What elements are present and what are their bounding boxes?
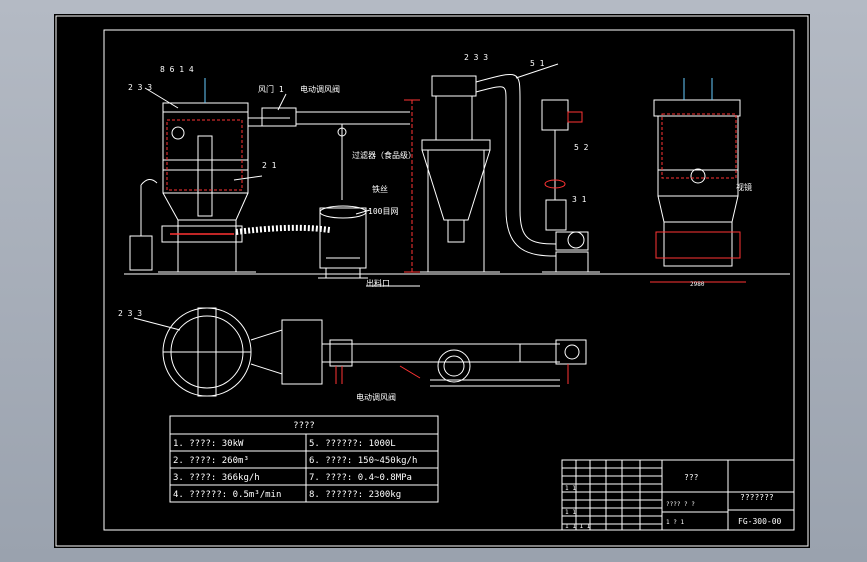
spec-table-title: ???? bbox=[293, 421, 315, 431]
callout-mesh: 100目网 bbox=[368, 207, 398, 216]
drawing-canvas: 2 3 3 8 6 1 4 风门 1 电动调风阀 2 3 3 5 1 过滤器（食… bbox=[55, 15, 809, 547]
fan-assembly bbox=[541, 99, 600, 273]
drawing-sheet: 2 3 3 8 6 1 4 风门 1 电动调风阀 2 3 3 5 1 过滤器（食… bbox=[54, 14, 810, 548]
title-block-small: 1 ? 1 bbox=[666, 519, 684, 526]
bed-outline bbox=[166, 119, 243, 191]
spec-cell: 4. ??????: 0.5m³/min bbox=[173, 490, 281, 500]
drawing-number: FG-300-00 bbox=[738, 517, 782, 526]
dryer-elevation bbox=[129, 78, 290, 273]
side-outline bbox=[661, 113, 737, 179]
leader-lines bbox=[133, 63, 559, 331]
title-block-name: ??? bbox=[684, 473, 699, 482]
spec-cell: 2. ????: 260m³ bbox=[173, 456, 249, 466]
flexible-duct bbox=[235, 224, 331, 235]
outer-frame bbox=[55, 15, 809, 547]
title-block-small: 1 1 1 1 bbox=[565, 523, 591, 530]
spec-cell: 5. ??????: 1000L bbox=[309, 439, 396, 449]
return-pipe bbox=[475, 74, 557, 257]
callout-right-a: 5 2 bbox=[574, 143, 589, 152]
spec-table: ???? 1. ????: 30kW 5. ??????: 1000L 2. ?… bbox=[169, 415, 439, 503]
side-bed-outline bbox=[655, 231, 741, 259]
callout-filter: 过滤器（食品级） bbox=[352, 150, 416, 160]
dim-right: 2980 bbox=[690, 281, 705, 288]
spec-cell: 6. ????: 150~450kg/h bbox=[309, 456, 417, 466]
cyclone bbox=[410, 75, 500, 273]
inner-frame bbox=[103, 29, 795, 531]
callout-plate: 铁丝 bbox=[372, 184, 388, 194]
callout-fan: 风门 1 bbox=[258, 84, 284, 94]
spec-cell: 7. ????: 0.4~0.8MPa bbox=[309, 473, 412, 483]
title-block bbox=[561, 459, 795, 531]
spec-cell: 1. ????: 30kW bbox=[173, 439, 244, 449]
callout-outlet: 出料口 bbox=[366, 278, 390, 288]
filter-tank bbox=[318, 205, 368, 279]
callout-labels: 2 3 3 8 6 1 4 风门 1 电动调风阀 2 3 3 5 1 过滤器（食… bbox=[118, 53, 752, 402]
title-block-small: ???? ? ? bbox=[666, 501, 695, 508]
callout-plan-valve: 电动调风阀 bbox=[356, 392, 396, 402]
callout-plan: 2 3 3 bbox=[118, 309, 142, 318]
callout-top-left-b: 8 6 1 4 bbox=[160, 65, 194, 74]
callout-sight-glass: 视镜 bbox=[736, 182, 752, 192]
callout-mid: 2 1 bbox=[262, 161, 277, 170]
spec-cell: 8. ??????: 2300kg bbox=[309, 490, 401, 500]
side-elevation bbox=[650, 78, 746, 275]
title-block-small: 1 1 bbox=[565, 509, 576, 516]
callout-right-b: 3 1 bbox=[572, 195, 587, 204]
spec-cell: 3. ????: 366kg/h bbox=[173, 473, 260, 483]
plan-view bbox=[162, 307, 587, 397]
title-block-title: ??????? bbox=[740, 493, 774, 502]
callout-valve: 电动调风阀 bbox=[300, 84, 340, 94]
callout-top-mid: 2 3 3 bbox=[464, 53, 488, 62]
plan-red-marks bbox=[335, 364, 569, 384]
title-block-small: 1 1 bbox=[565, 485, 576, 492]
air-duct bbox=[261, 107, 410, 200]
callout-top-right: 5 1 bbox=[530, 59, 545, 68]
title-block-text: ??? ??????? FG-300-00 1 1 1 1 ???? ? ? 1… bbox=[565, 473, 782, 530]
callout-top-left-a: 2 3 3 bbox=[128, 83, 152, 92]
